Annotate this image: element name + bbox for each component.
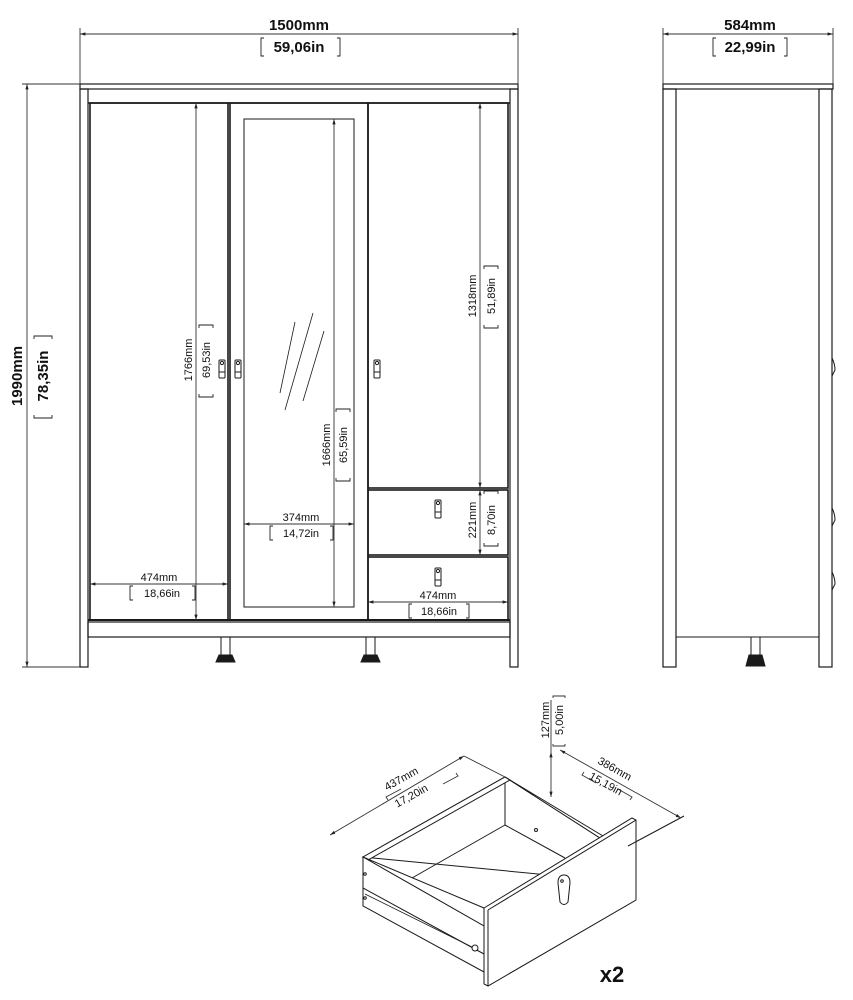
overall-height-mm: 1990mm — [9, 346, 26, 406]
drawer-front-upper — [367, 489, 509, 556]
left-door-width-mm: 474mm — [141, 572, 178, 584]
drawer-isometric — [361, 776, 685, 987]
front-dimensions — [22, 28, 519, 668]
handle-icon — [234, 359, 242, 379]
left-door-height-in: 69,53in — [201, 342, 213, 378]
overall-width-in: 59,06in — [274, 39, 325, 56]
depth-in: 22,99in — [725, 39, 776, 56]
side-front-leg — [818, 88, 833, 668]
right-side-panel — [509, 88, 519, 668]
drawer-handle-icon — [557, 874, 571, 905]
left-side-panel — [79, 88, 89, 668]
handle-icon — [434, 567, 442, 587]
side-dimensions — [662, 28, 834, 84]
front-foot-left — [215, 636, 236, 663]
front-view — [79, 83, 519, 668]
side-back-leg — [662, 88, 677, 668]
mirror-height-in: 65,59in — [338, 427, 350, 463]
right-door-height-in: 51,89in — [486, 278, 498, 314]
left-door — [89, 102, 229, 621]
plinth — [87, 621, 511, 638]
drawer-quantity: x2 — [600, 962, 624, 987]
drawer-height-in: 8,70in — [486, 505, 498, 535]
overall-width-mm: 1500mm — [269, 17, 329, 34]
left-door-width-in: 18,66in — [144, 588, 180, 600]
handle-icon — [218, 359, 226, 379]
mirror-width-in: 14,72in — [283, 528, 319, 540]
drawer-section-width-in: 18,66in — [421, 606, 457, 618]
side-foot — [745, 636, 766, 667]
side-handle-profile — [831, 357, 836, 377]
drawer-height-detail-mm: 127mm — [540, 702, 552, 739]
depth-mm: 584mm — [724, 17, 776, 34]
top-plate — [79, 83, 519, 90]
right-door — [367, 102, 509, 489]
front-foot-right — [360, 636, 381, 663]
handles — [218, 359, 442, 587]
handle-icon — [434, 499, 442, 519]
side-handle-profile — [831, 507, 836, 527]
side-view — [662, 83, 836, 668]
handle-icon — [373, 359, 381, 379]
drawer-height-detail-in: 5,00in — [554, 705, 566, 735]
left-door-height-mm: 1766mm — [183, 339, 195, 382]
side-handle-profile — [831, 571, 836, 591]
mirror-width-mm: 374mm — [283, 512, 320, 524]
right-door-height-mm: 1318mm — [467, 275, 479, 318]
overall-height-in: 78,35in — [35, 351, 52, 402]
mirror-glass — [243, 118, 355, 608]
inch-brackets — [33, 37, 788, 619]
drawer-height-mm: 221mm — [467, 502, 479, 539]
mirror-height-mm: 1666mm — [321, 424, 333, 467]
drawer-section-width-mm: 474mm — [420, 590, 457, 602]
drawer-dimensions — [329, 695, 682, 836]
drawer-front-lower — [367, 556, 509, 621]
